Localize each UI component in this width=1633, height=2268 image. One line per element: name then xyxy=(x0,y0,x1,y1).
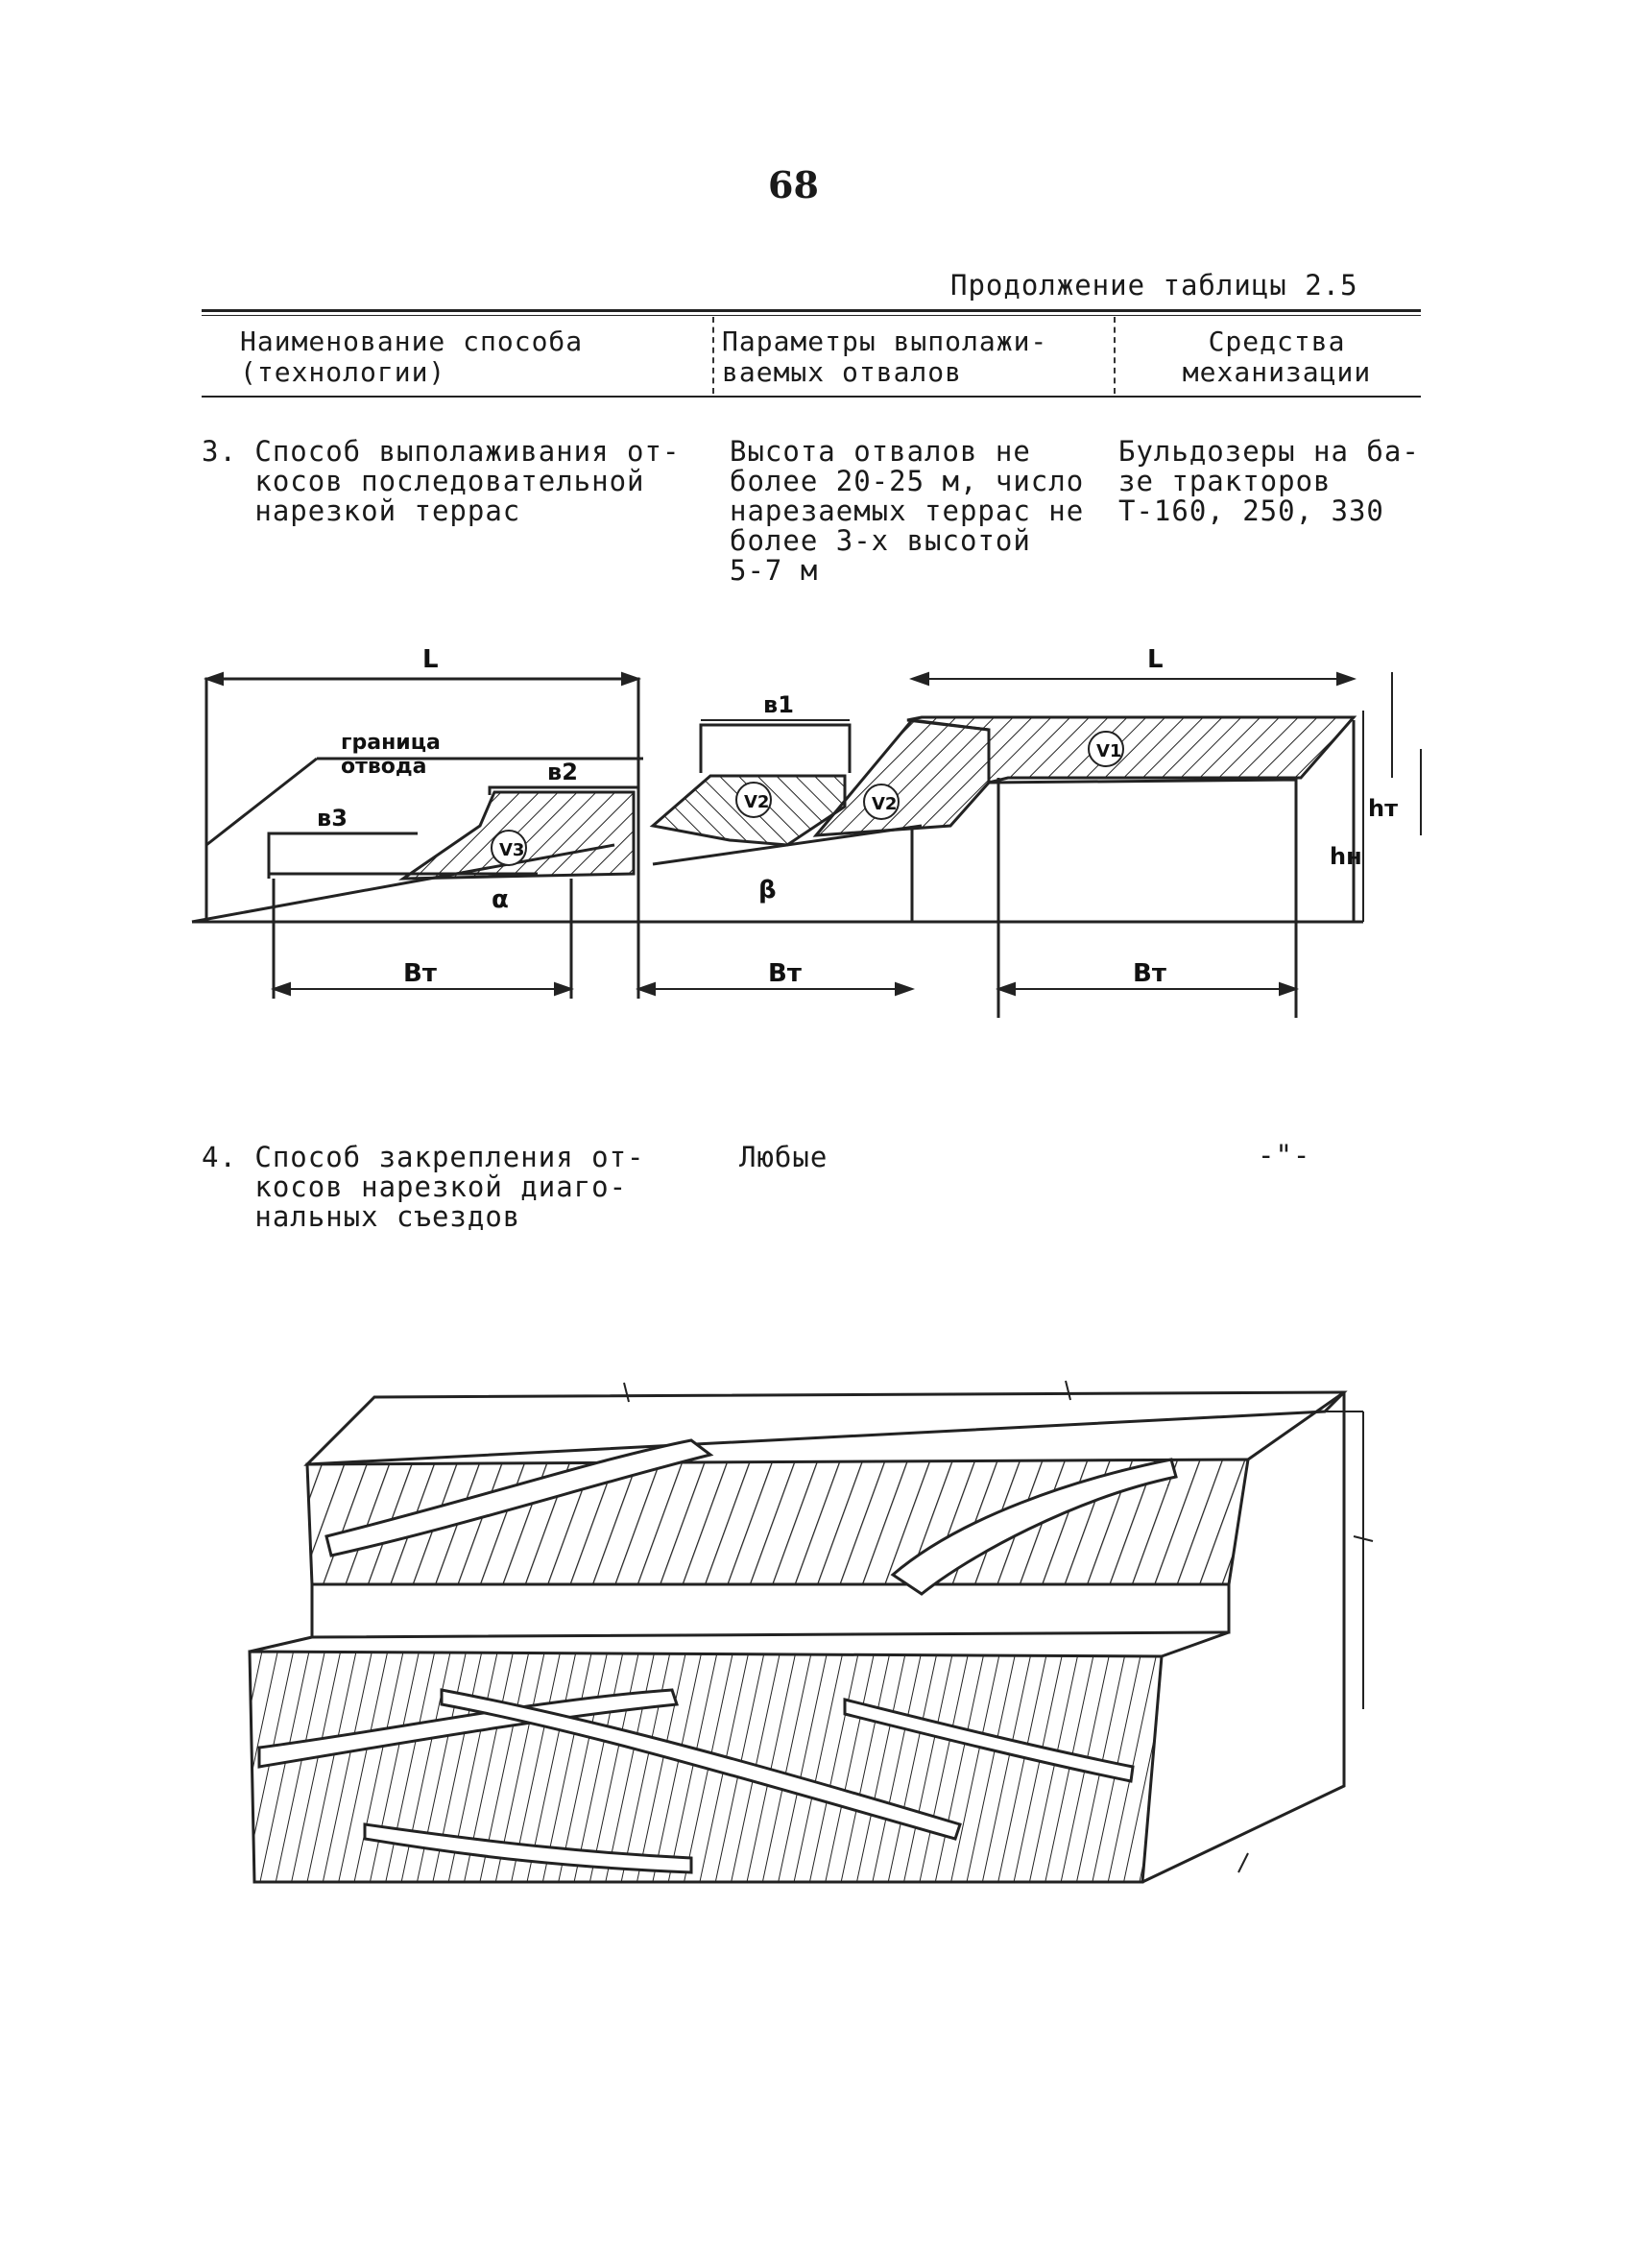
header-params: Параметры выполажи- ваемых отвалов xyxy=(722,326,1048,388)
header-column-separator xyxy=(712,317,714,394)
header-method: Наименование способа (технологии) xyxy=(240,326,584,388)
label-b1: в1 xyxy=(763,691,794,718)
row-3-params: Высота отвалов не более 20-25 м, число н… xyxy=(730,435,1085,587)
row-4-params: Любые xyxy=(739,1141,829,1173)
label-BT-1: Вт xyxy=(403,959,437,988)
page-number: 68 xyxy=(768,163,819,206)
row-4-means: -"- xyxy=(1258,1139,1311,1171)
label-b3: в3 xyxy=(317,805,348,832)
dimension-lines xyxy=(203,671,1422,997)
row-3-method: 3. Способ выполаживания от- косов послед… xyxy=(202,435,681,527)
label-hT: hт xyxy=(1368,795,1398,822)
table-continuation-label: Продолжение таблицы 2.5 xyxy=(950,269,1358,302)
table-top-rule-thin xyxy=(202,315,1421,316)
label-boundary-2: отвода xyxy=(341,755,427,779)
header-column-separator xyxy=(1114,317,1116,394)
label-V1: V1 xyxy=(1096,741,1121,761)
label-V2b: V2 xyxy=(872,794,897,814)
label-L-right: L xyxy=(1147,645,1164,674)
label-beta: β xyxy=(758,876,777,905)
diagonal-ramps-diagram xyxy=(248,1380,1374,1884)
section-middle xyxy=(636,718,991,999)
table-top-rule xyxy=(202,309,1421,312)
terrace-cutting-diagram: L L граница отвода в1 в2 в3 V1 V2 V2 V3 … xyxy=(191,645,1422,1018)
label-hn: hн xyxy=(1330,843,1362,870)
label-boundary-1: граница xyxy=(341,731,441,755)
table-header-bottom-rule xyxy=(202,396,1421,398)
volume-markers xyxy=(491,731,1124,866)
row-4-method: 4. Способ закрепления от- косов нарезкой… xyxy=(202,1141,645,1233)
label-BT-3: Вт xyxy=(1133,959,1166,988)
label-BT-2: Вт xyxy=(768,959,802,988)
label-V3: V3 xyxy=(499,840,524,860)
row-3-means: Бульдозеры на ба- зе тракторов Т-160, 25… xyxy=(1118,435,1420,527)
label-alpha: α xyxy=(492,885,509,914)
label-V2: V2 xyxy=(744,792,769,812)
section-right xyxy=(906,715,1357,1018)
header-means: Средства механизации xyxy=(1182,326,1372,388)
label-L-left: L xyxy=(422,645,439,674)
label-b2: в2 xyxy=(547,759,578,785)
